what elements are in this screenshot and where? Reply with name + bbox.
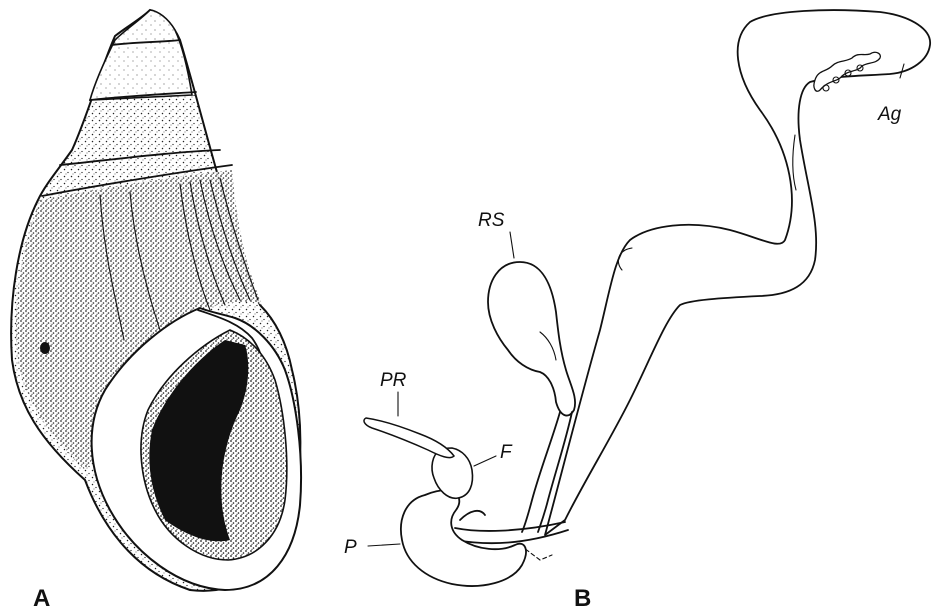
anatomy-drawing: Ag RS PR F P B xyxy=(344,10,930,612)
panel-label-b: B xyxy=(574,585,591,612)
penis-sac xyxy=(401,490,526,586)
shell-apex xyxy=(90,10,192,100)
duct-junction-2 xyxy=(455,530,568,543)
leader-f xyxy=(474,456,496,466)
duct-curl xyxy=(618,248,632,270)
leader-p xyxy=(368,544,400,546)
duct-loop xyxy=(460,511,485,520)
label-p: P xyxy=(344,537,357,558)
panel-label-a: A xyxy=(33,585,50,612)
label-ag: Ag xyxy=(877,104,902,125)
receptaculum xyxy=(488,262,575,416)
shell-spot xyxy=(40,342,50,354)
label-pr: PR xyxy=(380,370,407,391)
label-rs: RS xyxy=(478,210,505,231)
oviduct-tube xyxy=(545,10,930,535)
shell-drawing: A xyxy=(11,10,301,612)
rs-duct xyxy=(522,412,560,532)
gland-lobe xyxy=(823,85,829,91)
label-f: F xyxy=(500,442,513,463)
duct-crease xyxy=(793,135,796,190)
retractor xyxy=(364,418,454,458)
leader-rs xyxy=(510,232,514,258)
